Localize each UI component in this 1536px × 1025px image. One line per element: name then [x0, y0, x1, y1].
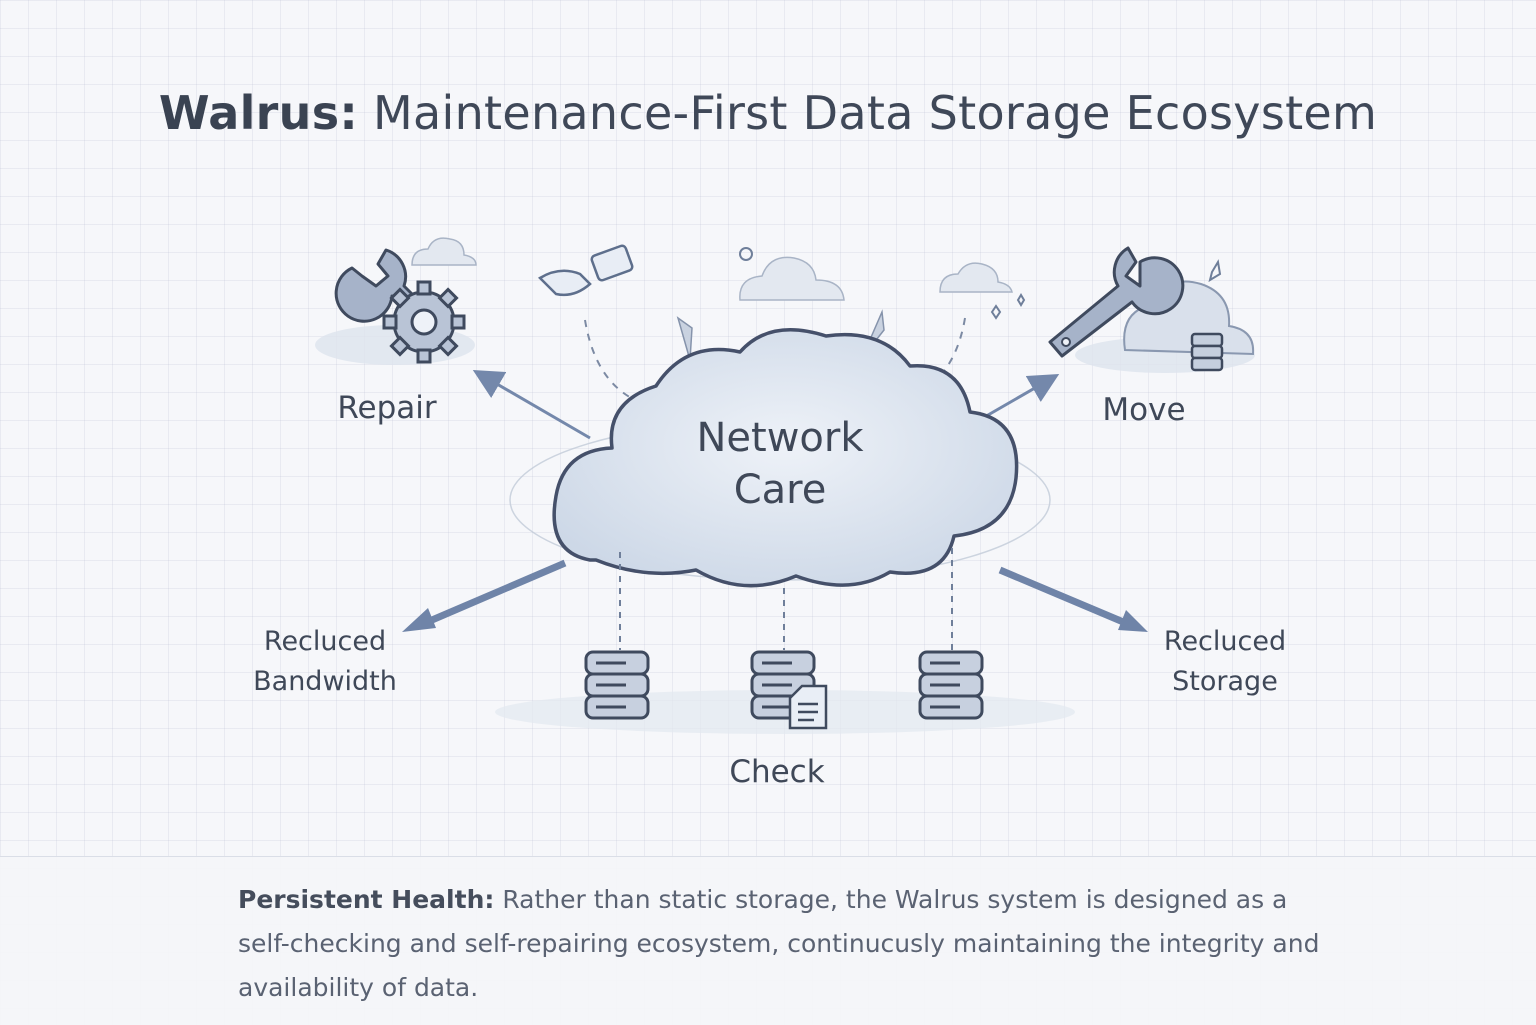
reduced-storage-line1: Recluced — [1140, 622, 1310, 662]
database-icon — [586, 652, 648, 718]
wrench-gear-icon — [315, 250, 475, 365]
link-icon — [540, 245, 633, 295]
repair-label: Repair — [322, 390, 452, 426]
network-care-line2: Care — [630, 464, 930, 516]
network-care-label: Network Care — [630, 412, 930, 516]
network-care-line1: Network — [630, 412, 930, 464]
reduced-bandwidth-line1: Recluced — [240, 622, 410, 662]
caption: Persistent Health: Rather than static st… — [238, 878, 1328, 1010]
move-label: Move — [1084, 392, 1204, 428]
reduced-storage-line2: Storage — [1140, 662, 1310, 702]
background-cloud-icon — [412, 238, 1012, 300]
arrow-to-storage — [1000, 570, 1148, 632]
document-icon — [790, 686, 826, 728]
arrow-to-bandwidth — [402, 563, 565, 632]
reduced-storage-label: Recluced Storage — [1140, 622, 1310, 702]
check-label: Check — [712, 754, 842, 790]
database-icon — [920, 652, 982, 718]
wrench-cloud-database-icon — [1050, 248, 1255, 373]
reduced-bandwidth-label: Recluced Bandwidth — [240, 622, 410, 702]
caption-lead: Persistent Health: — [238, 885, 494, 914]
arrow-to-repair — [478, 373, 590, 438]
reduced-bandwidth-line2: Bandwidth — [240, 662, 410, 702]
